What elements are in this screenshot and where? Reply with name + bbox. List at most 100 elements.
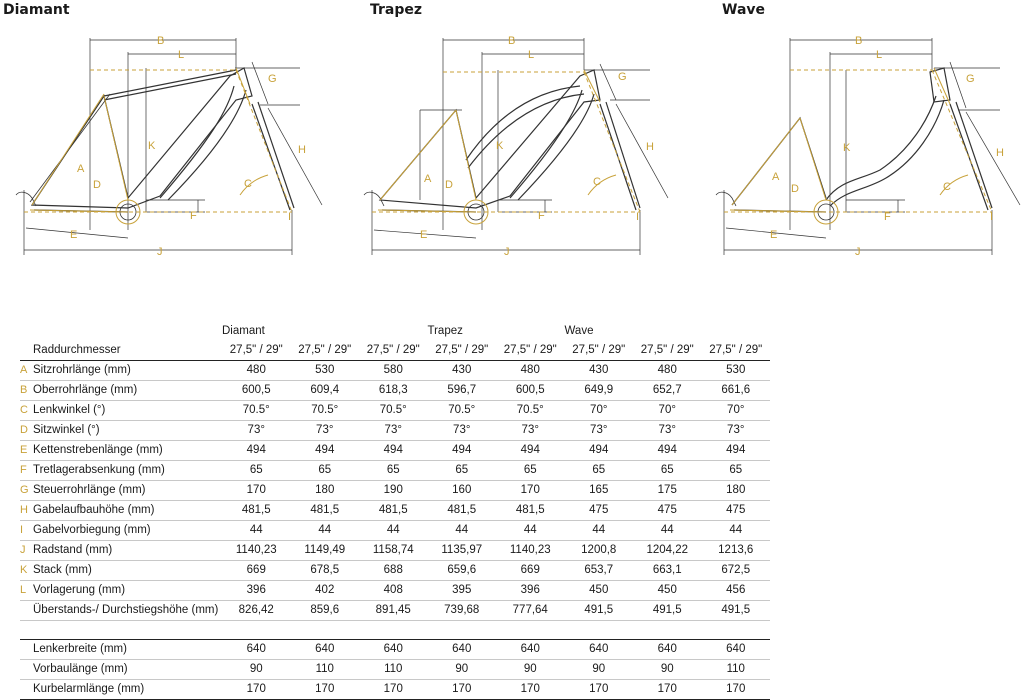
row-label: Gabelvorbiegung (mm) <box>33 520 222 541</box>
row-letter: E <box>20 440 33 461</box>
row-value: 90 <box>564 659 633 680</box>
diagram-trapez: A B C D E F G H I J K L <box>363 35 669 258</box>
row-value: 70° <box>701 400 770 421</box>
size-header-label: Raddurchmesser <box>20 341 222 361</box>
row-value: 73° <box>222 420 291 441</box>
row-value: 475 <box>633 500 702 521</box>
svg-text:E: E <box>420 229 427 241</box>
row-value: 669 <box>222 560 291 581</box>
row-value: 90 <box>496 659 565 680</box>
row-value: 65 <box>290 460 359 481</box>
row-value: 640 <box>222 639 291 660</box>
row-value: 65 <box>427 460 496 481</box>
svg-text:L: L <box>876 49 882 61</box>
row-value: 170 <box>290 679 359 700</box>
row-value: 494 <box>427 440 496 461</box>
svg-text:H: H <box>298 144 306 156</box>
svg-text:G: G <box>268 73 277 85</box>
row-letter: D <box>20 420 33 441</box>
row-value: 640 <box>359 639 428 660</box>
row-value: 70° <box>633 400 702 421</box>
row-value: 494 <box>564 440 633 461</box>
row-value: 1140,23 <box>222 540 291 561</box>
row-label: Sitzwinkel (°) <box>33 420 222 441</box>
svg-text:F: F <box>884 211 891 223</box>
svg-text:H: H <box>996 147 1004 159</box>
svg-text:D: D <box>791 183 799 195</box>
row-value: 739,68 <box>427 600 496 621</box>
group-header-diamant: Diamant <box>222 325 265 337</box>
row-value: 65 <box>701 460 770 481</box>
row-value: 494 <box>359 440 428 461</box>
row-value: 73° <box>564 420 633 441</box>
row-value: 180 <box>701 480 770 501</box>
row-letter <box>20 600 33 621</box>
row-value: 640 <box>496 639 565 660</box>
row-label: Stack (mm) <box>33 560 222 581</box>
row-value: 70° <box>564 400 633 421</box>
row-value: 44 <box>701 520 770 541</box>
row-value: 170 <box>496 679 565 700</box>
row-value: 65 <box>222 460 291 481</box>
row-value: 491,5 <box>564 600 633 621</box>
svg-text:E: E <box>70 229 77 241</box>
row-value: 669 <box>496 560 565 581</box>
row-label: Überstands-/ Durchstiegshöhe (mm) <box>33 600 222 621</box>
size-header: 27,5" / 29" <box>427 341 496 361</box>
svg-text:B: B <box>508 35 515 47</box>
group-header-wave: Wave <box>564 325 594 337</box>
svg-text:J: J <box>157 246 163 258</box>
size-header: 27,5" / 29" <box>496 341 565 361</box>
row-value: 44 <box>359 520 428 541</box>
svg-text:B: B <box>157 35 164 47</box>
svg-text:I: I <box>990 211 993 223</box>
row-value: 170 <box>701 679 770 700</box>
size-header: 27,5" / 29" <box>290 341 359 361</box>
row-value: 170 <box>222 679 291 700</box>
table-spacer <box>20 620 770 640</box>
row-value: 659,6 <box>427 560 496 581</box>
row-value: 170 <box>427 679 496 700</box>
row-value: 73° <box>701 420 770 441</box>
row-letter: K <box>20 560 33 581</box>
row-label: Vorlagerung (mm) <box>33 580 222 601</box>
row-value: 1204,22 <box>633 540 702 561</box>
svg-text:D: D <box>445 179 453 191</box>
svg-text:B: B <box>855 35 862 47</box>
row-value: 160 <box>427 480 496 501</box>
row-value: 402 <box>290 580 359 601</box>
row-value: 653,7 <box>564 560 633 581</box>
frame-title-diamant: Diamant <box>3 2 70 18</box>
row-value: 395 <box>427 580 496 601</box>
row-value: 494 <box>222 440 291 461</box>
row-value: 640 <box>290 639 359 660</box>
row-value: 580 <box>359 360 428 381</box>
row-value: 596,7 <box>427 380 496 401</box>
row-label: Steuerrohrlänge (mm) <box>33 480 222 501</box>
svg-text:H: H <box>646 141 654 153</box>
row-value: 70.5° <box>496 400 565 421</box>
row-value: 90 <box>222 659 291 680</box>
row-letter: A <box>20 360 33 381</box>
row-value: 480 <box>222 360 291 381</box>
row-value: 456 <box>701 580 770 601</box>
diagram-diamant: A B C D E F G H I J K L <box>15 35 323 258</box>
row-value: 165 <box>564 480 633 501</box>
row-value: 481,5 <box>290 500 359 521</box>
row-value: 600,5 <box>222 380 291 401</box>
row-value: 44 <box>427 520 496 541</box>
row-value: 175 <box>633 480 702 501</box>
row-label: Lenkerbreite (mm) <box>20 639 222 660</box>
size-header: 27,5" / 29" <box>701 341 770 361</box>
row-letter: G <box>20 480 33 501</box>
svg-text:C: C <box>943 181 951 193</box>
row-value: 65 <box>564 460 633 481</box>
row-value: 481,5 <box>496 500 565 521</box>
